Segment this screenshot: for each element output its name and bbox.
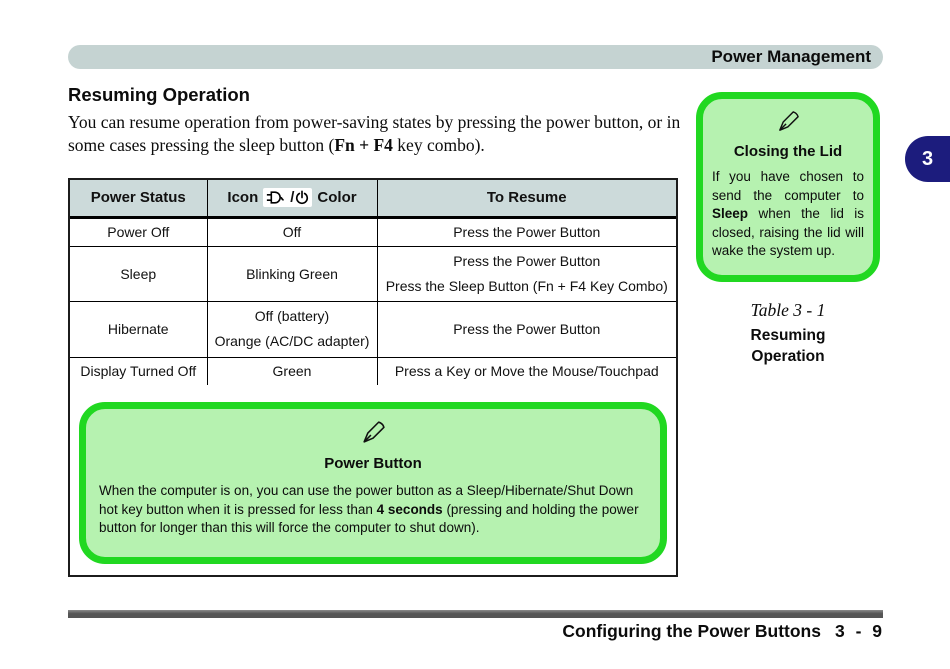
power-symbol-icon bbox=[296, 190, 309, 205]
table-caption: Table 3 - 1 Resuming Operation bbox=[698, 300, 878, 367]
intro-text: You can resume operation from power-savi… bbox=[68, 112, 681, 155]
section-heading: Resuming Operation bbox=[68, 84, 250, 105]
table-row-power-off: Power Off Off Press the Power Button bbox=[69, 216, 677, 247]
col-header-to-resume: To Resume bbox=[376, 179, 677, 219]
icon-separator: / bbox=[290, 189, 295, 207]
footer: Configuring the Power Buttons 3 - 9 bbox=[385, 621, 885, 642]
note-text: When the computer is on, you can use the… bbox=[99, 483, 634, 517]
cell-resume: Press the Power Button bbox=[376, 216, 677, 247]
table-caption-number: Table 3 - 1 bbox=[750, 300, 826, 320]
note-text-end: when the lid is closed, raising the lid … bbox=[712, 206, 864, 258]
resume-table: Power Status Icon / Color To Resume Power … bbox=[69, 179, 677, 386]
table-header-row: Power Status Icon / Color To Resume bbox=[69, 179, 677, 219]
note-title: Power Button bbox=[324, 455, 422, 472]
cell-color: Off (battery) Orange (AC/DC adapter) bbox=[206, 300, 378, 358]
cell-status: Display Turned Off bbox=[69, 356, 208, 386]
power-button-note: Power Button When the computer is on, yo… bbox=[79, 402, 667, 564]
chapter-tab: 3 bbox=[905, 136, 950, 182]
chapter-number: 3 bbox=[921, 147, 934, 170]
note-bold-text: Sleep bbox=[712, 206, 749, 221]
resume-table-container: Power Status Icon / Color To Resume Power … bbox=[68, 178, 678, 577]
note-body: If you have chosen to send the computer … bbox=[712, 168, 864, 261]
color-label: Color bbox=[317, 189, 357, 207]
cell-color: Blinking Green bbox=[206, 245, 378, 302]
note-title: Closing the Lid bbox=[733, 143, 843, 160]
page-header-bar: Power Management bbox=[68, 45, 883, 69]
icon-label: Icon bbox=[227, 189, 259, 207]
resume-option-2: Press the Sleep Button (Fn + F4 Key Comb… bbox=[385, 277, 668, 294]
pencil-icon bbox=[712, 109, 864, 139]
plug-icon bbox=[267, 191, 285, 204]
col-header-power-status: Power Status bbox=[69, 179, 208, 219]
pencil-icon bbox=[99, 419, 647, 451]
footer-page-number: 3 - 9 bbox=[834, 621, 885, 641]
intro-paragraph: You can resume operation from power-savi… bbox=[68, 111, 692, 156]
table-row-sleep: Sleep Blinking Green Press the Power But… bbox=[69, 245, 677, 302]
cell-resume: Press the Power Button bbox=[376, 300, 677, 358]
closing-lid-note: Closing the Lid If you have chosen to se… bbox=[696, 92, 880, 282]
footer-section-title: Configuring the Power Buttons bbox=[562, 621, 821, 641]
note-text: If you have chosen to send the computer … bbox=[712, 169, 864, 203]
cell-status: Hibernate bbox=[69, 300, 208, 358]
cell-resume: Press the Power Button Press the Sleep B… bbox=[376, 245, 677, 302]
table-caption-line1: Resuming bbox=[750, 327, 826, 344]
intro-text-end: key combo). bbox=[392, 134, 485, 155]
table-row-display-off: Display Turned Off Green Press a Key or … bbox=[69, 356, 677, 386]
cell-resume: Press a Key or Move the Mouse/Touchpad bbox=[376, 356, 677, 386]
cell-color: Off bbox=[206, 216, 378, 247]
footer-divider bbox=[68, 610, 883, 618]
color-option-2: Orange (AC/DC adapter) bbox=[214, 333, 370, 349]
table-row-hibernate: Hibernate Off (battery) Orange (AC/DC ad… bbox=[69, 300, 677, 358]
note-body: When the computer is on, you can use the… bbox=[99, 482, 647, 538]
power-led-icon-chip: / bbox=[263, 188, 313, 208]
cell-status: Power Off bbox=[69, 216, 208, 247]
table-caption-line2: Operation bbox=[751, 348, 825, 365]
color-option-1: Off (battery) bbox=[254, 308, 330, 324]
note-text-end: (pressing and holding the power button f… bbox=[99, 501, 639, 536]
note-bold-text: 4 seconds bbox=[376, 501, 443, 517]
resume-option-1: Press the Power Button bbox=[453, 252, 601, 269]
cell-status: Sleep bbox=[69, 245, 208, 302]
intro-key-combo: Fn + F4 bbox=[334, 134, 393, 155]
page-header-title: Power Management bbox=[711, 47, 871, 66]
col-header-icon-color: Icon / Color bbox=[206, 179, 378, 219]
cell-color: Green bbox=[206, 356, 378, 386]
